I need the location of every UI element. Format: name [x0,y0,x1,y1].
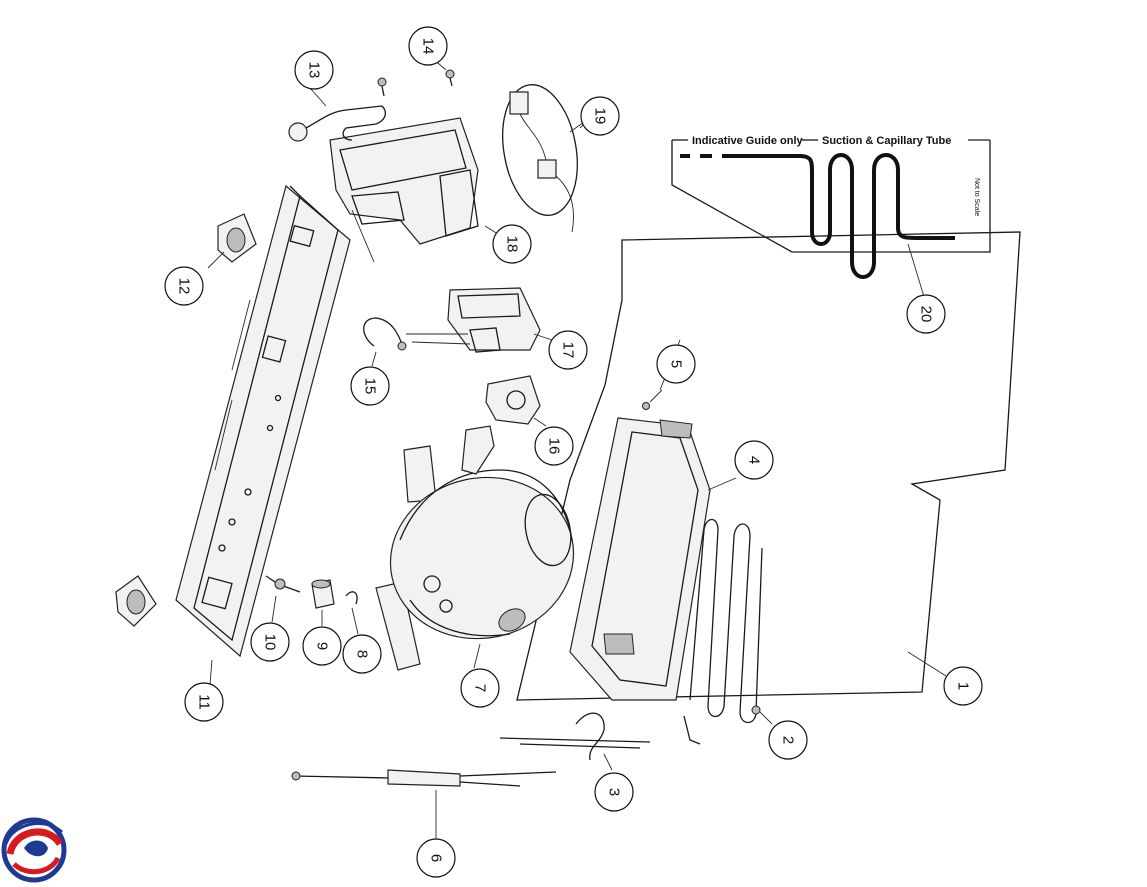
callout-11: 11 [184,682,224,722]
guide-right-label: Suction & Capillary Tube [822,135,951,147]
svg-text:19: 19 [592,108,609,125]
capillary-tube [680,153,955,279]
svg-text:18: 18 [504,236,521,253]
temperature-sensor [288,87,387,142]
svg-text:6: 6 [428,854,445,862]
svg-text:2: 2 [780,736,797,744]
callout-6: 6 [416,838,456,878]
svg-text:5: 5 [668,360,685,368]
svg-text:15: 15 [362,378,379,395]
start-relay [485,375,547,427]
foot-lower [115,575,157,627]
fitting-clip [345,591,359,635]
callout-12: 12 [164,266,204,306]
svg-text:17: 17 [560,342,577,359]
svg-text:12: 12 [176,278,193,295]
callout-3: 3 [594,772,634,812]
cabinet-outline [516,231,1021,701]
scale-note: Not to Scale [973,178,980,216]
svg-text:1: 1 [955,682,972,690]
svg-text:4: 4 [746,456,763,464]
svg-text:7: 7 [472,684,489,692]
guide-left-label: Indicative Guide only [692,135,804,147]
callout-8: 8 [342,634,382,674]
screws-top [377,57,455,97]
svg-text:8: 8 [354,650,371,658]
callout-19: 19 [580,96,620,136]
svg-text:16: 16 [546,438,563,455]
callout-9: 9 [302,626,342,666]
capillary-guide-box: Indicative Guide only Suction & Capillar… [671,135,991,301]
callout-2: 2 [768,720,808,760]
callout-5: 5 [656,344,696,384]
callout-20: 20 [906,294,946,334]
callout-16: 16 [534,426,574,466]
brand-swirl-logo [1,817,67,883]
wiring-harness [502,84,585,233]
callout-13: 13 [294,50,334,90]
condenser-coil [683,518,763,745]
chassis-rail [175,184,351,658]
drier-tube [499,712,651,771]
control-module [329,117,499,263]
condenser-frame [569,417,737,701]
screw-condenser [751,705,773,725]
compressor [375,425,575,671]
callout-17: 17 [548,330,588,370]
svg-text:13: 13 [306,62,323,79]
callout-14: 14 [408,26,448,66]
service-valve [265,575,301,623]
filter-drier [291,769,557,840]
callout-18: 18 [492,224,532,264]
relay-module [406,287,553,353]
fitting-nut [311,579,335,626]
svg-text:9: 9 [314,642,331,650]
svg-text:11: 11 [196,694,213,710]
screw-frame [642,389,663,410]
svg-text:10: 10 [262,634,279,651]
earth-wire [363,317,407,367]
svg-text:14: 14 [420,38,437,55]
foot-upper [217,213,257,263]
callout-1: 1 [943,666,983,706]
callout-4: 4 [734,440,774,480]
callout-10: 10 [250,622,290,662]
callout-15: 15 [350,366,390,406]
svg-text:3: 3 [606,788,623,796]
callout-7: 7 [460,668,500,708]
svg-text:20: 20 [918,306,935,323]
